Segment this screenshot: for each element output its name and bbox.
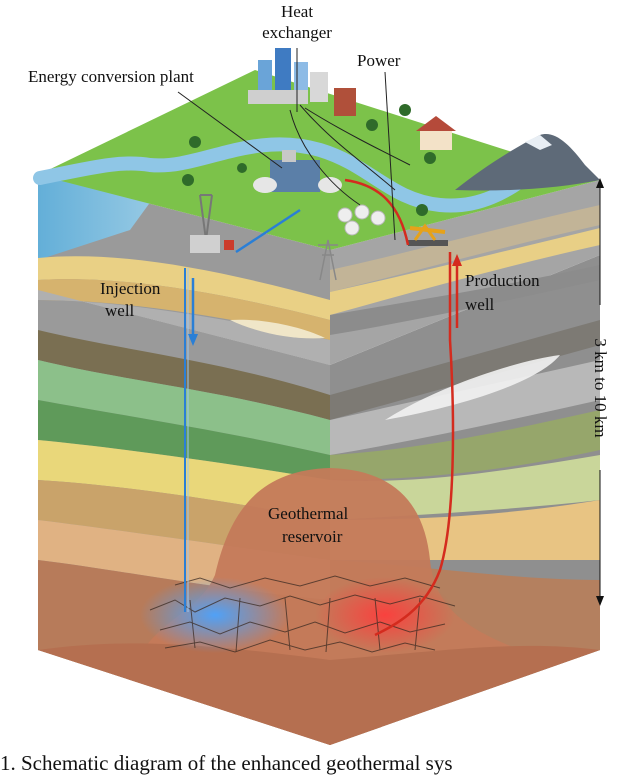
production-surface-pipe xyxy=(344,178,410,246)
label-power: Power xyxy=(357,51,401,70)
cold-zone-glow xyxy=(140,577,290,653)
label-reservoir-2: reservoir xyxy=(282,527,343,546)
upper-right-stratum-2 xyxy=(330,228,600,315)
label-heat-exchanger-1: Heat xyxy=(281,2,313,21)
stratum-right-1 xyxy=(330,320,600,420)
stratum-right-2 xyxy=(330,360,600,455)
power-plant xyxy=(253,150,342,193)
river xyxy=(33,137,552,213)
surface-facilities xyxy=(182,48,456,281)
label-injection-2: well xyxy=(105,301,135,320)
stratum-right-3 xyxy=(330,410,600,480)
mountain xyxy=(455,134,600,191)
drilling-rig xyxy=(190,194,234,253)
label-depth: 3 km to 10 km xyxy=(591,338,610,437)
figure-caption: 1. Schematic diagram of the enhanced geo… xyxy=(0,751,453,775)
wells xyxy=(184,178,462,637)
trees xyxy=(182,104,436,216)
label-injection-1: Injection xyxy=(100,279,161,298)
injection-surface-pipe xyxy=(235,208,301,254)
power-lines xyxy=(289,104,411,206)
house xyxy=(416,116,456,150)
hot-zone-glow xyxy=(315,577,455,653)
lower-block xyxy=(38,255,600,745)
mountain-snow xyxy=(525,135,552,150)
injection-arrowhead xyxy=(188,334,198,346)
production-well-shaft xyxy=(374,252,455,637)
upper-right-stratum-3 xyxy=(330,265,600,335)
grey-lens xyxy=(385,355,560,420)
storage-tanks xyxy=(337,204,386,236)
label-energy-plant: Energy conversion plant xyxy=(28,67,194,86)
production-arrowhead xyxy=(452,254,462,266)
depth-indicator xyxy=(596,178,604,606)
upper-left-lens xyxy=(230,319,325,339)
pumpjack xyxy=(408,223,448,246)
upper-right-stratum-1 xyxy=(330,205,600,292)
leader-lines xyxy=(177,48,396,241)
label-production-2: well xyxy=(465,295,495,314)
reservoir-base xyxy=(38,643,600,745)
label-production-1: Production xyxy=(465,271,540,290)
label-heat-exchanger-2: exchanger xyxy=(262,23,332,42)
power-pylon xyxy=(318,239,338,281)
fracture-network xyxy=(149,575,456,653)
label-reservoir-1: Geothermal xyxy=(268,504,349,523)
